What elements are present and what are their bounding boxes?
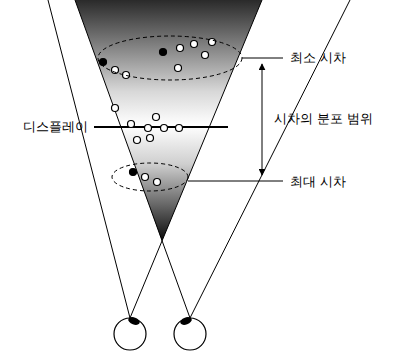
display-label: 디스플레이 <box>23 119 88 135</box>
max-group-ellipse <box>112 163 188 191</box>
leader-line <box>242 58 283 59</box>
min-group-ellipse <box>98 36 242 80</box>
depth-wedge <box>75 0 262 241</box>
range-arrow <box>262 64 263 175</box>
sight-lines <box>48 0 350 318</box>
range-label: 시차의 분포 범위 <box>274 111 373 127</box>
leader-line <box>188 181 283 182</box>
eyes <box>114 316 206 350</box>
parallax-label: 최대 시차 <box>290 174 346 190</box>
parallax-label: 최소 시차 <box>290 50 346 66</box>
